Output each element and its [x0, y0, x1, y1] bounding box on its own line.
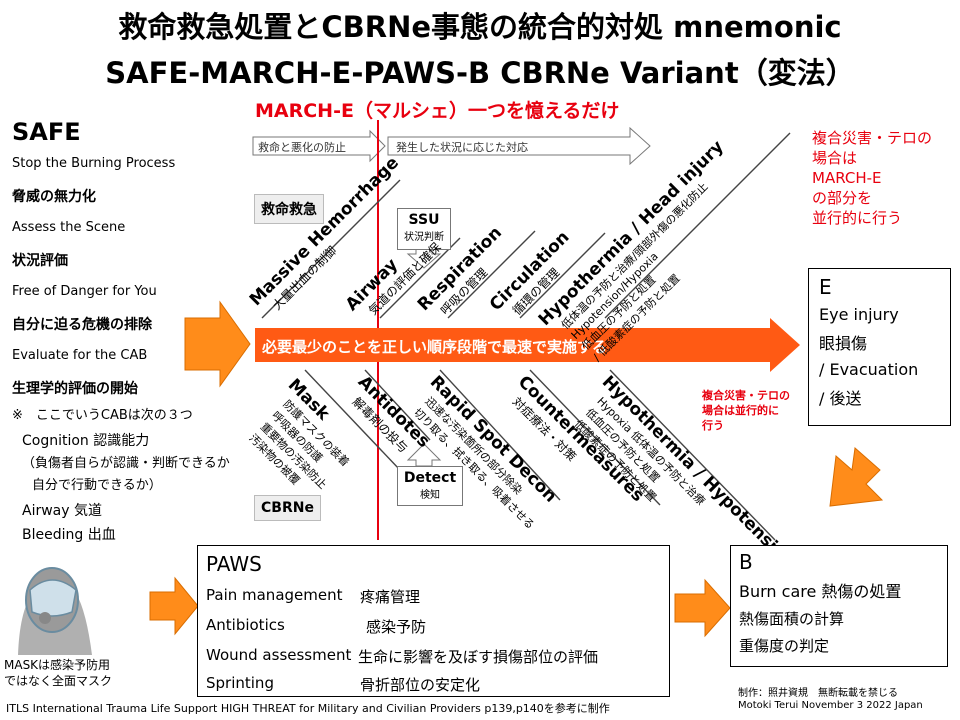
footer-author: Motoki Terui November 3 2022 Japan: [738, 700, 923, 711]
cab-bleeding: Bleeding 出血: [22, 527, 116, 543]
cbrne-label: CBRNe: [254, 495, 321, 521]
mask-note1: MASKは感染予防用: [4, 658, 111, 672]
cab-airway: Airway 気道: [22, 503, 102, 519]
b-heading: B: [739, 550, 753, 574]
b-item: 熱傷面積の計算: [739, 610, 845, 628]
compound-line: の部分を: [812, 189, 873, 207]
e-to-b-arrow: [829, 447, 884, 507]
compound-note-lower: 複合災害・テロの 場合は並行的に 行う: [702, 388, 790, 433]
b-item: 重傷度の判定: [739, 637, 830, 655]
compound-line: 行う: [702, 419, 724, 432]
ssu-label: SSU: [408, 212, 440, 228]
compound-note-upper: 複合災害・テロの 場合は MARCH-E の部分を 並行的に行う: [812, 128, 932, 228]
paws-box: PAWS Pain management 疼痛管理 Antibiotics 感染…: [197, 545, 670, 697]
paws-item-ja: 生命に影響を及ぼす損傷部位の評価: [358, 648, 599, 666]
compound-line: 複合災害・テロの: [812, 129, 933, 147]
to-paws-arrow: [149, 576, 199, 636]
mask-note2: ではなく全面マスク: [4, 674, 113, 688]
b-item: Burn care 熱傷の処置: [739, 582, 902, 601]
compound-line: 場合は: [812, 149, 858, 167]
e-heading: E: [819, 275, 832, 299]
paws-item-ja: 疼痛管理: [360, 588, 421, 606]
timeline-left-label: 救命と悪化の防止: [258, 141, 346, 154]
detect-sub: 検知: [420, 490, 440, 501]
e-item: / Evacuation: [819, 360, 919, 379]
main-arrow-shape: [255, 318, 800, 372]
paws-heading: PAWS: [206, 552, 262, 576]
paws-item-ja: 感染予防: [366, 618, 427, 636]
paws-to-b-arrow: [674, 578, 731, 638]
paws-item-en: Sprinting: [206, 674, 274, 692]
ssu-sub: 状況判断: [404, 232, 444, 243]
paws-item-ja: 骨折部位の安定化: [360, 676, 481, 694]
footer-ref: ITLS International Trauma Life Support H…: [6, 702, 610, 715]
safe-item-ja: 状況評価: [12, 253, 68, 269]
detect-box: Detect 検知: [397, 466, 463, 506]
compound-line: MARCH-E: [812, 169, 882, 187]
safe-item-en: Stop the Burning Process: [12, 156, 176, 171]
footer-credit: 制作：照井資規 無断転載を禁じる: [738, 688, 898, 699]
safe-heading: SAFE: [12, 118, 81, 146]
e-item: Eye injury: [819, 305, 899, 324]
safe-item-en: Free of Danger for You: [12, 284, 157, 299]
e-box: E Eye injury 眼損傷 / Evacuation / 後送: [808, 268, 951, 426]
mask-person-illustration: [18, 567, 92, 655]
detect-label: Detect: [403, 470, 457, 486]
lower-diagonal-lines: [304, 369, 776, 541]
paws-item-en: Wound assessment: [206, 646, 352, 664]
safe-item-ja: 脅威の無力化: [12, 189, 96, 205]
cab-note: ※ ここでいうCABは次の３つ: [12, 408, 193, 423]
e-item: 眼損傷: [819, 334, 868, 353]
title-line2: SAFE-MARCH-E-PAWS-B CBRNe Variant（変法）: [105, 56, 855, 90]
main-arrow-text: 必要最少のことを正しい順序段階で最速で実施する: [262, 338, 608, 356]
marche-note: MARCH-E（マルシェ）一つを憶えるだけ: [255, 100, 620, 122]
timeline-right-label: 発生した状況に応じた対応: [396, 141, 528, 154]
detect-up-arrow: [406, 443, 442, 467]
timeline-right-arrow: [387, 126, 651, 166]
b-box: B Burn care 熱傷の処置 熱傷面積の計算 重傷度の判定: [730, 545, 948, 667]
cab-cognition-note1: （負傷者自らが認識・判断できるか: [22, 456, 230, 471]
ssu-box: SSU 状況判断: [397, 208, 451, 250]
safe-item-en: Assess the Scene: [12, 220, 126, 235]
cab-cognition-note2: 自分で行動できるか）: [32, 478, 162, 493]
paws-item-en: Antibiotics: [206, 616, 285, 634]
title-line1: 救命救急処置とCBRNe事態の統合的対処 mnemonic: [118, 10, 842, 44]
safe-item-ja: 自分に迫る危機の排除: [12, 317, 152, 333]
safe-item-ja: 生理学的評価の開始: [12, 381, 138, 397]
cab-cognition: Cognition 認識能力: [22, 433, 150, 449]
compound-line: 複合災害・テロの: [702, 389, 790, 402]
compound-line: 並行的に行う: [812, 209, 903, 227]
safe-item-en: Evaluate for the CAB: [12, 348, 148, 363]
safe-to-main-arrow: [184, 300, 251, 388]
compound-line: 場合は並行的に: [702, 404, 779, 417]
kyumei-label: 救命救急: [254, 194, 324, 224]
paws-item-en: Pain management: [206, 586, 343, 604]
upper-diagonal-lines: [261, 132, 791, 319]
e-item: / 後送: [819, 389, 862, 408]
